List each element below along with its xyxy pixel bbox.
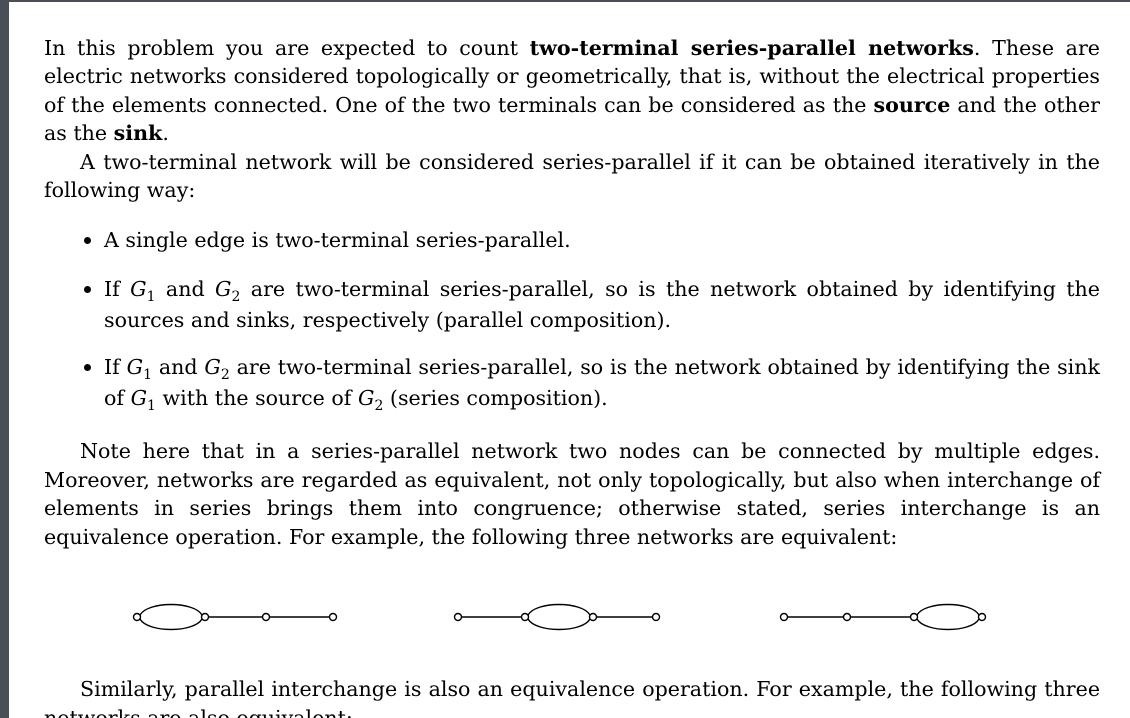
- rule-text: are two-terminal series-parallel, so is …: [104, 276, 1100, 333]
- term-two-terminal-sp-networks: two-terminal series-parallel networks: [529, 36, 974, 60]
- math-g: G: [130, 276, 147, 301]
- math-subscript: 2: [220, 366, 230, 383]
- viewer-left-border: [0, 0, 9, 718]
- intro-text-1: In this problem you are expected to coun…: [44, 36, 530, 60]
- rule-text: and: [155, 276, 216, 301]
- composition-rules-list: A single edge is two-terminal series-par…: [44, 226, 1100, 415]
- math-g: G: [204, 354, 221, 379]
- intro-text-3: and the other as the: [44, 92, 1100, 146]
- math-subscript: 1: [143, 366, 152, 383]
- parallel-interchange-paragraph: Similarly, parallel interchange is also …: [44, 677, 1100, 718]
- math-g: G: [357, 386, 375, 411]
- bullet-dot: [84, 285, 91, 293]
- series-equivalence-figures: [44, 551, 1100, 675]
- rule-text: If: [104, 354, 127, 379]
- math-g: G: [215, 276, 232, 301]
- equivalence-paragraph: Note here that in a series-parallel netw…: [44, 439, 1100, 549]
- intro-text-4: .: [162, 121, 169, 146]
- viewer-top-border: [0, 0, 1130, 2]
- math-subscript: 1: [147, 398, 156, 415]
- bullet-dot: [84, 237, 91, 245]
- rule-series-composition: If G1 and G2 are two-terminal series-par…: [44, 353, 1100, 416]
- network-diagrams: [132, 604, 987, 631]
- math-subscript: 2: [231, 288, 241, 305]
- rule-text: (series composition).: [383, 386, 608, 411]
- intro-text-2: . These are electric networks considered…: [44, 36, 1100, 117]
- rule-single-edge: A single edge is two-terminal series-par…: [44, 226, 1100, 254]
- network-diagram-3: [779, 604, 987, 631]
- term-sink: sink: [113, 121, 163, 146]
- rule-single-edge-text: A single edge is two-terminal series-par…: [104, 228, 571, 253]
- network-diagram-1: [132, 604, 338, 631]
- math-subscript: 2: [374, 398, 384, 415]
- rule-text: with the source of: [155, 386, 358, 411]
- math-g: G: [126, 354, 144, 379]
- network-diagram-2: [453, 604, 661, 631]
- bullet-dot: [84, 363, 91, 371]
- document-page: In this problem you are expected to coun…: [44, 34, 1100, 718]
- math-subscript: 1: [146, 288, 156, 305]
- intro-paragraph: In this problem you are expected to coun…: [44, 34, 1100, 148]
- rule-parallel-composition: If G1 and G2 are two-terminal series-par…: [44, 275, 1100, 335]
- rule-text: are two-terminal series-parallel, so is …: [104, 354, 1100, 411]
- rule-text: If: [104, 276, 131, 301]
- math-g: G: [130, 386, 148, 411]
- rule-text: and: [151, 354, 205, 379]
- definition-paragraph: A two-terminal network will be considere…: [44, 149, 1100, 203]
- term-source: source: [873, 92, 951, 117]
